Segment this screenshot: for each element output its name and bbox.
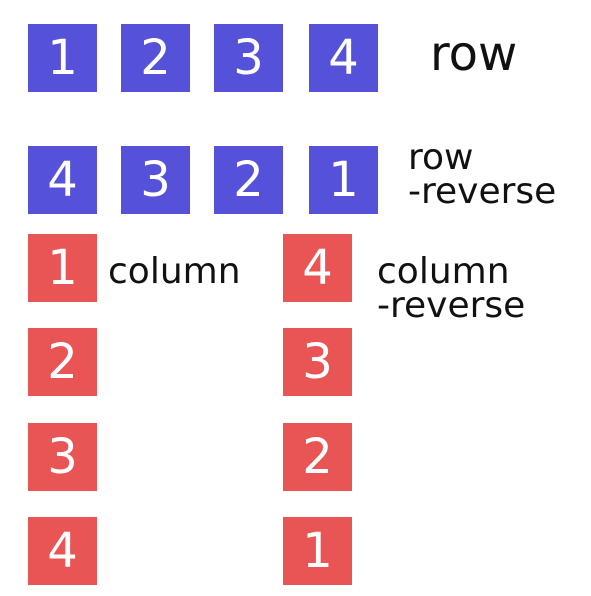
column-item: 1 bbox=[28, 234, 97, 302]
column-item: 3 bbox=[28, 423, 97, 491]
row-label: row bbox=[430, 26, 518, 82]
column-reverse-item: 3 bbox=[283, 328, 352, 396]
column-reverse-label: column -reverse bbox=[377, 254, 525, 324]
row-reverse-label: row -reverse bbox=[408, 140, 556, 210]
row-item: 4 bbox=[309, 24, 378, 92]
column-reverse-item: 4 bbox=[283, 234, 352, 302]
column-reverse-item: 1 bbox=[283, 517, 352, 585]
column-reverse-label-line-2: -reverse bbox=[377, 285, 526, 326]
row-item: 1 bbox=[28, 24, 97, 92]
column-item: 4 bbox=[28, 517, 97, 585]
row-item: 2 bbox=[121, 24, 190, 92]
column-reverse-item: 2 bbox=[283, 423, 352, 491]
row-reverse-label-line-2: -reverse bbox=[408, 171, 557, 212]
column-reverse-label-line-1: column bbox=[377, 251, 510, 292]
row-reverse-item: 3 bbox=[121, 146, 190, 214]
column-item: 2 bbox=[28, 328, 97, 396]
row-reverse-label-line-1: row bbox=[408, 137, 474, 178]
row-reverse-item: 1 bbox=[309, 146, 378, 214]
row-item: 3 bbox=[214, 24, 283, 92]
row-reverse-item: 2 bbox=[214, 146, 283, 214]
column-label: column bbox=[108, 251, 241, 292]
row-reverse-item: 4 bbox=[28, 146, 97, 214]
